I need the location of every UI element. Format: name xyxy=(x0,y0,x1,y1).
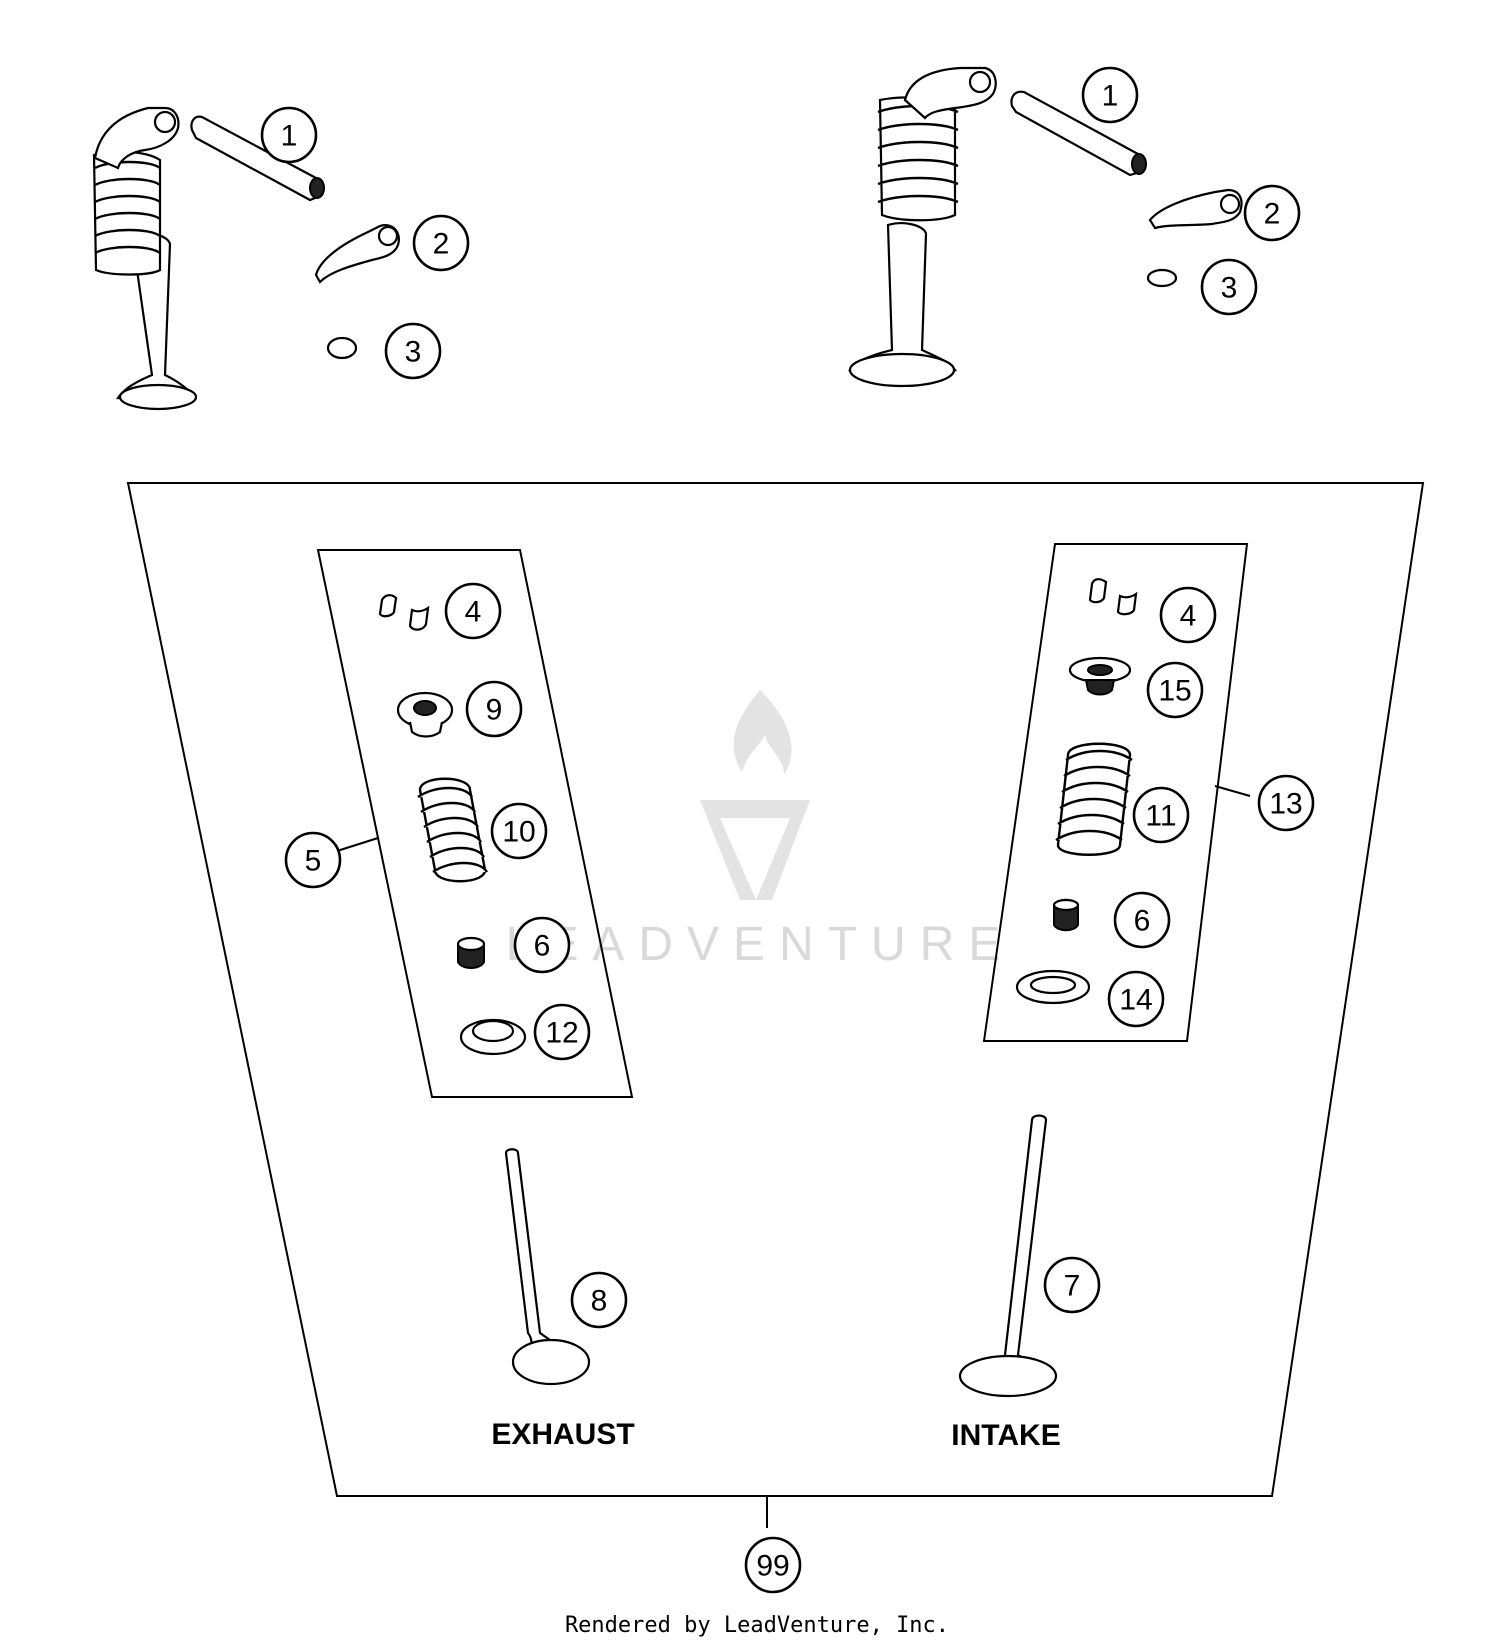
kit-5-outline xyxy=(316,549,634,1098)
footer-credit: Rendered by LeadVenture, Inc. xyxy=(565,1613,949,1638)
callout-7: 7 xyxy=(1043,1256,1101,1314)
spring-retainer-intake xyxy=(1068,656,1132,696)
valve-keepers-intake xyxy=(1088,578,1138,616)
intake-valve-assembly xyxy=(848,66,997,388)
callout-11: 11 xyxy=(1132,786,1190,844)
callout-5: 5 xyxy=(284,831,342,889)
callout-6-intake: 6 xyxy=(1113,891,1171,949)
shim-right xyxy=(1146,268,1178,288)
svg-text:2: 2 xyxy=(433,228,450,261)
watermark-text: LEADVENTURE xyxy=(506,918,1015,971)
svg-text:3: 3 xyxy=(1221,272,1238,305)
svg-text:6: 6 xyxy=(534,930,551,963)
svg-text:3: 3 xyxy=(405,336,422,369)
svg-text:12: 12 xyxy=(545,1017,578,1050)
svg-text:13: 13 xyxy=(1269,788,1302,821)
svg-text:4: 4 xyxy=(465,596,482,629)
rocker-arm-right xyxy=(1148,188,1243,230)
leader-5 xyxy=(336,837,379,852)
callout-3-left: 3 xyxy=(384,322,442,380)
callout-6-exhaust: 6 xyxy=(513,916,571,974)
rocker-shaft-left xyxy=(190,115,325,202)
svg-text:14: 14 xyxy=(1119,984,1152,1017)
valve-stem-seal-intake xyxy=(1052,898,1080,932)
svg-text:9: 9 xyxy=(486,694,503,727)
callout-99: 99 xyxy=(744,1536,802,1594)
callout-10: 10 xyxy=(490,802,548,860)
rocker-arm-left xyxy=(314,224,400,284)
svg-text:15: 15 xyxy=(1158,675,1191,708)
callout-15: 15 xyxy=(1146,661,1204,719)
intake-label: INTAKE xyxy=(951,1419,1060,1452)
callout-14: 14 xyxy=(1107,970,1165,1028)
svg-text:8: 8 xyxy=(591,1285,608,1318)
kit-99-outline xyxy=(126,482,1425,1497)
svg-text:1: 1 xyxy=(281,120,298,153)
svg-text:1: 1 xyxy=(1102,80,1119,113)
svg-text:2: 2 xyxy=(1264,198,1281,231)
callout-12: 12 xyxy=(533,1003,591,1061)
exhaust-label: EXHAUST xyxy=(491,1418,634,1451)
callout-13: 13 xyxy=(1257,774,1315,832)
callout-1-right: 1 xyxy=(1081,66,1139,124)
shim-left xyxy=(326,336,358,360)
callout-3-right: 3 xyxy=(1200,258,1258,316)
exhaust-valve xyxy=(504,1148,591,1386)
leader-13 xyxy=(1214,785,1251,797)
svg-text:10: 10 xyxy=(502,816,535,849)
svg-text:6: 6 xyxy=(1134,905,1151,938)
callout-9: 9 xyxy=(465,680,523,738)
intake-valve xyxy=(958,1114,1058,1398)
svg-text:11: 11 xyxy=(1145,800,1176,833)
callout-1-left: 1 xyxy=(260,106,318,164)
kit-13-outline xyxy=(982,543,1249,1042)
spring-seat-intake xyxy=(1015,969,1091,1005)
callout-2-right: 2 xyxy=(1243,184,1301,242)
callout-8: 8 xyxy=(570,1271,628,1329)
valve-stem-seal-exhaust xyxy=(456,936,486,969)
rocker-shaft-right xyxy=(1010,90,1147,177)
valve-spring-intake xyxy=(1055,742,1133,856)
valve-spring-exhaust xyxy=(417,777,489,883)
svg-text:7: 7 xyxy=(1064,1270,1081,1303)
svg-text:5: 5 xyxy=(305,845,322,878)
spring-seat-exhaust xyxy=(459,1018,527,1056)
exhaust-valve-assembly xyxy=(92,106,198,411)
callout-4-exhaust: 4 xyxy=(444,582,502,640)
svg-text:99: 99 xyxy=(756,1550,789,1583)
callout-4-intake: 4 xyxy=(1159,586,1217,644)
spring-retainer-exhaust xyxy=(396,691,454,738)
watermark-logo: LEADVENTURE xyxy=(506,690,1015,971)
callout-2-left: 2 xyxy=(412,214,470,272)
svg-text:4: 4 xyxy=(1180,600,1197,633)
valve-keepers-exhaust xyxy=(378,594,430,631)
